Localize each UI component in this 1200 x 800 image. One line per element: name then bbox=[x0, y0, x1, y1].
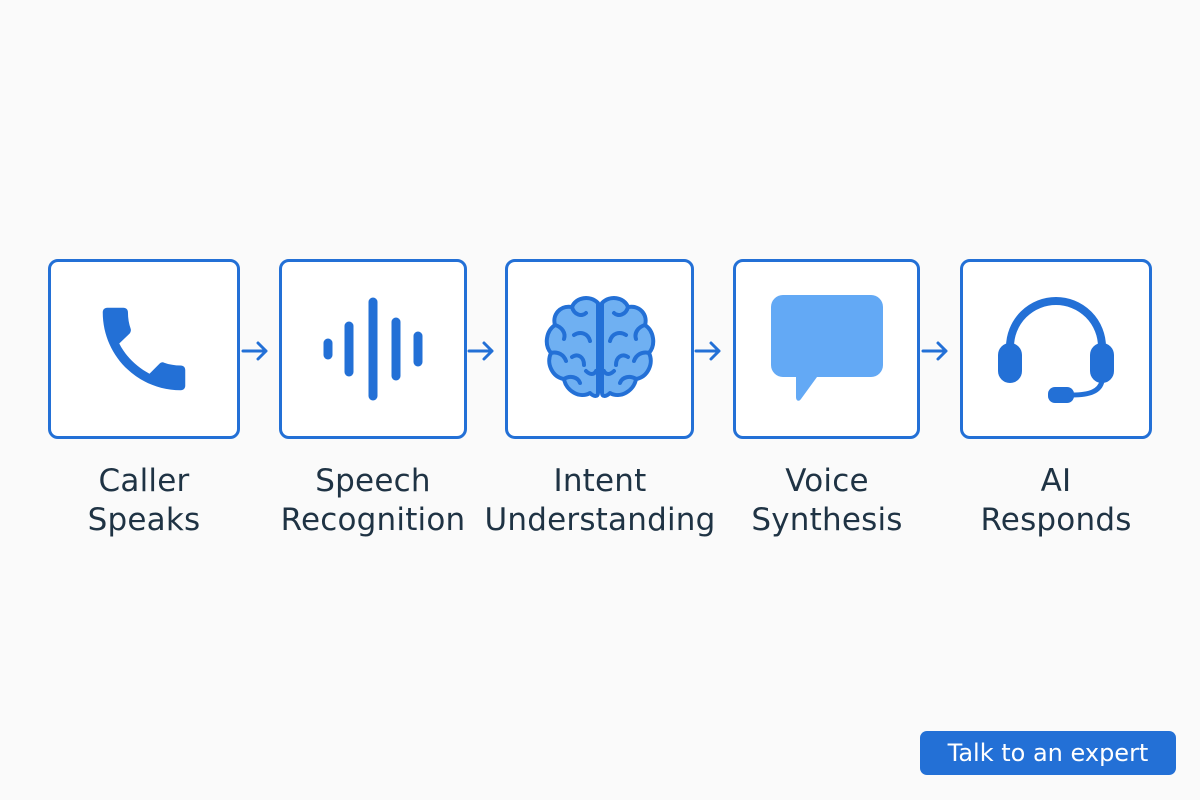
headset-icon bbox=[998, 297, 1114, 403]
step-label-voice-synthesis: Voice Synthesis bbox=[707, 462, 947, 540]
step-label-speech-recognition: Speech Recognition bbox=[253, 462, 493, 540]
step-label-line2: Understanding bbox=[484, 502, 716, 538]
step-box-speech-recognition bbox=[279, 259, 467, 439]
arrow-right-icon bbox=[921, 341, 948, 361]
step-box-intent-understanding bbox=[505, 259, 694, 439]
step-label-line2: Responds bbox=[980, 502, 1132, 538]
step-box-voice-synthesis bbox=[733, 259, 920, 439]
chat-bubble-icon bbox=[770, 295, 883, 401]
step-label-line2: Synthesis bbox=[751, 502, 903, 538]
step-box-caller-speaks bbox=[48, 259, 240, 439]
step-label-line1: Speech bbox=[315, 463, 431, 499]
step-label-caller-speaks: Caller Speaks bbox=[24, 462, 264, 540]
sound-wave-icon bbox=[323, 297, 423, 401]
step-label-line1: Voice bbox=[785, 463, 869, 499]
step-label-line1: Caller bbox=[98, 463, 190, 499]
step-label-line1: Intent bbox=[553, 463, 647, 499]
step-box-ai-responds bbox=[960, 259, 1152, 439]
step-label-intent-understanding: Intent Understanding bbox=[480, 462, 720, 540]
step-label-line2: Speaks bbox=[87, 502, 201, 538]
step-label-line2: Recognition bbox=[280, 502, 466, 538]
brain-icon bbox=[544, 296, 655, 398]
arrow-right-icon bbox=[694, 341, 721, 361]
arrow-right-icon bbox=[467, 341, 494, 361]
phone-icon bbox=[102, 307, 186, 391]
talk-to-expert-button[interactable]: Talk to an expert bbox=[920, 731, 1176, 775]
step-label-line1: AI bbox=[1040, 463, 1072, 499]
arrow-right-icon bbox=[241, 341, 268, 361]
step-label-ai-responds: AI Responds bbox=[936, 462, 1176, 540]
